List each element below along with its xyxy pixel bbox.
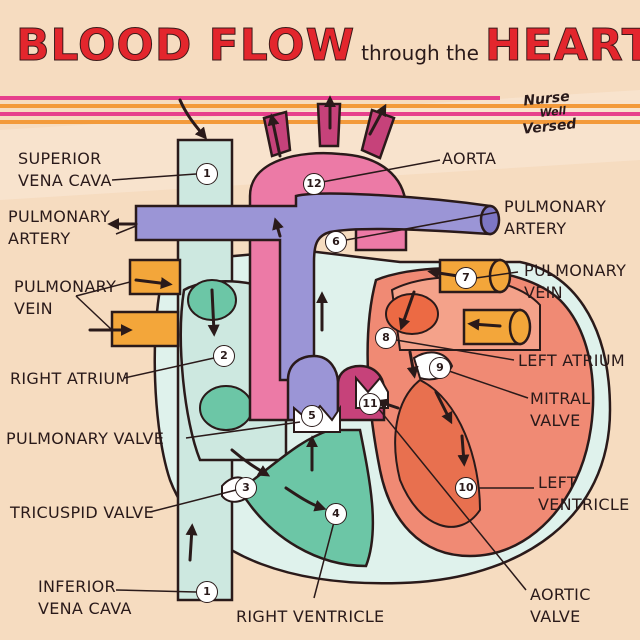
label-pulmonary-vein-right: PULMONARY VEIN bbox=[524, 261, 627, 302]
step-2: 2 bbox=[213, 345, 235, 367]
label-mitral-valve: MITRAL VALVE bbox=[530, 389, 591, 430]
pulmonary-artery bbox=[134, 192, 492, 382]
label-aorta: AORTA bbox=[442, 149, 497, 168]
label-left-ventricle: LEFT VENTRICLE bbox=[538, 473, 630, 514]
right-ventricle bbox=[238, 428, 375, 568]
diagram-title: BLOOD FLOW through the HEART bbox=[15, 20, 640, 80]
step-8: 8 bbox=[375, 327, 397, 349]
step-4: 4 bbox=[325, 503, 347, 525]
step-9: 9 bbox=[429, 357, 451, 379]
label-pulmonary-vein-left: PULMONARY VEIN bbox=[14, 277, 117, 318]
label-inferior-vena-cava: INFERIOR VENA CAVA bbox=[38, 577, 132, 618]
label-tricuspid-valve: TRICUSPID VALVE bbox=[10, 503, 154, 522]
label-pulmonary-artery-right: PULMONARY ARTERY bbox=[504, 197, 607, 238]
aortic-branch-3 bbox=[360, 108, 396, 160]
leader-lines bbox=[75, 159, 534, 599]
step-11: 11 bbox=[359, 393, 381, 415]
label-superior-vena-cava: SUPERIOR VENA CAVA bbox=[18, 149, 112, 190]
label-left-atrium: LEFT ATRIUM bbox=[518, 351, 625, 370]
title-heart: HEART bbox=[484, 20, 640, 72]
title-blood-flow: BLOOD FLOW bbox=[15, 20, 356, 72]
step-6: 6 bbox=[325, 231, 347, 253]
step-10: 10 bbox=[455, 477, 477, 499]
step-5: 5 bbox=[301, 405, 323, 427]
label-right-ventricle: RIGHT VENTRICLE bbox=[236, 607, 385, 626]
step-12: 12 bbox=[303, 173, 325, 195]
step-7: 7 bbox=[455, 267, 477, 289]
pulmonary-artery-opening bbox=[479, 204, 501, 236]
label-pulmonary-artery-left: PULMONARY ARTERY bbox=[8, 207, 111, 248]
title-through-the: through the bbox=[361, 41, 479, 65]
label-right-atrium: RIGHT ATRIUM bbox=[10, 369, 130, 388]
flow-arrows bbox=[88, 95, 502, 562]
step-1-inferior: 1 bbox=[196, 581, 218, 603]
label-aortic-valve: AORTIC VALVE bbox=[530, 585, 591, 626]
brand-logo: Nurse Well Versed bbox=[504, 88, 592, 139]
inferior-opening bbox=[199, 385, 253, 431]
label-pulmonary-valve: PULMONARY VALVE bbox=[6, 429, 165, 448]
step-3: 3 bbox=[235, 477, 257, 499]
step-1-superior: 1 bbox=[196, 163, 218, 185]
